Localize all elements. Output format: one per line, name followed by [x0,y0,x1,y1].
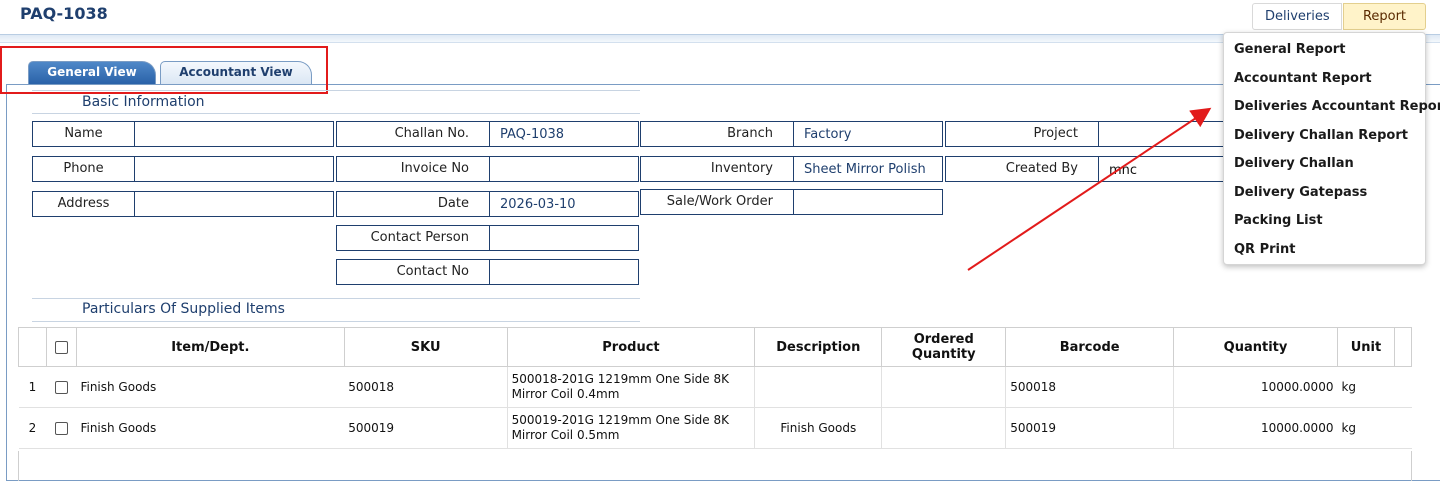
tabs-highlight-box [0,46,328,94]
header-sku: SKU [343,327,508,367]
items-table: Item/Dept. SKU Product Description Order… [18,327,1413,449]
row-product: 500018-201G 1219mm One Side 8K Mirror Co… [507,366,756,408]
header-filler [1393,327,1413,367]
select-all-checkbox[interactable] [54,340,68,354]
items-rule-top [32,298,640,299]
row-ordered-quantity [881,366,1007,408]
row-sku: 500018 [344,366,508,408]
header-item: Item/Dept. [75,327,345,367]
row-description: Finish Goods [754,407,883,449]
row-unit: kg [1337,407,1395,449]
branch-value: Factory [793,121,943,147]
header-index [18,327,47,367]
header-quantity: Quantity [1173,327,1338,367]
row-checkbox[interactable] [54,421,68,435]
header-barcode: Barcode [1005,327,1175,367]
items-title: Particulars Of Supplied Items [82,301,285,317]
row-select[interactable] [46,366,77,408]
menu-item-delivery-challan-report[interactable]: Delivery Challan Report [1234,128,1408,143]
tab-accountant-view[interactable]: Accountant View [160,61,312,84]
row-ordered-quantity [881,407,1007,449]
page-title: PAQ-1038 [20,4,108,23]
phone-label: Phone [32,156,135,182]
menu-item-delivery-challan[interactable]: Delivery Challan [1234,156,1354,171]
table-row[interactable]: 2 Finish Goods 500019 500019-201G 1219mm… [18,407,1412,449]
annotation-arrow-icon [967,107,1212,271]
project-label: Project [945,121,1099,147]
section-rule-bottom [32,113,640,114]
invoice-label: Invoice No [336,156,490,182]
inventory-value: Sheet Mirror Polish [793,156,943,182]
table-header-row: Item/Dept. SKU Product Description Order… [18,327,1413,367]
invoice-value [489,156,639,182]
date-value: 2026-03-10 [489,191,639,217]
table-row[interactable]: 1 Finish Goods 500018 500018-201G 1219mm… [18,366,1412,408]
challan-label: Challan No. [336,121,490,147]
contact-no-value [489,259,639,285]
contact-person-label: Contact Person [336,225,490,251]
section-rule-top [32,90,640,91]
row-index: 2 [18,407,47,449]
header-description: Description [754,327,883,367]
row-filler [1394,366,1412,408]
header-select-all[interactable] [45,327,77,367]
row-select[interactable] [46,407,77,449]
header-ordered-quantity: Ordered Quantity [881,327,1007,367]
sale-order-label: Sale/Work Order [640,189,794,215]
row-sku: 500019 [344,407,508,449]
name-value [134,121,334,147]
report-button[interactable]: Report [1343,3,1426,30]
deliveries-button[interactable]: Deliveries [1252,3,1342,30]
menu-item-packing-list[interactable]: Packing List [1234,213,1323,228]
menu-item-delivery-gatepass[interactable]: Delivery Gatepass [1234,185,1368,200]
contact-no-label: Contact No [336,259,490,285]
date-label: Date [336,191,490,217]
row-item: Finish Goods [76,366,345,408]
contact-person-value [489,225,639,251]
row-unit: kg [1337,366,1395,408]
row-checkbox[interactable] [54,380,68,394]
menu-item-general-report[interactable]: General Report [1234,42,1346,57]
row-barcode: 500019 [1005,407,1175,449]
menu-item-deliveries-accountant-report[interactable]: Deliveries Accountant Report [1234,99,1440,114]
menu-item-accountant-report[interactable]: Accountant Report [1234,71,1372,86]
items-rule-bottom [32,321,640,322]
branch-label: Branch [640,121,794,147]
name-label: Name [32,121,135,147]
row-index: 1 [18,366,47,408]
row-filler [1394,407,1412,449]
row-description [754,366,883,408]
row-product: 500019-201G 1219mm One Side 8K Mirror Co… [507,407,756,449]
menu-item-qr-print[interactable]: QR Print [1234,242,1296,257]
row-barcode: 500018 [1005,366,1175,408]
basic-information-title: Basic Information [82,94,205,110]
sale-order-value [793,189,943,215]
address-value [134,191,334,217]
inventory-label: Inventory [640,156,794,182]
report-dropdown-menu: General Report Accountant Report Deliver… [1223,32,1440,265]
row-quantity: 10000.0000 [1173,407,1338,449]
phone-value [134,156,334,182]
row-item: Finish Goods [76,407,345,449]
challan-value: PAQ-1038 [489,121,639,147]
address-label: Address [32,191,135,217]
row-quantity: 10000.0000 [1173,366,1338,408]
header-product: Product [506,327,756,367]
header-unit: Unit [1336,327,1395,367]
tab-general-view[interactable]: General View [28,61,156,84]
table-empty-area [18,451,1412,481]
header-divider [0,34,1440,43]
